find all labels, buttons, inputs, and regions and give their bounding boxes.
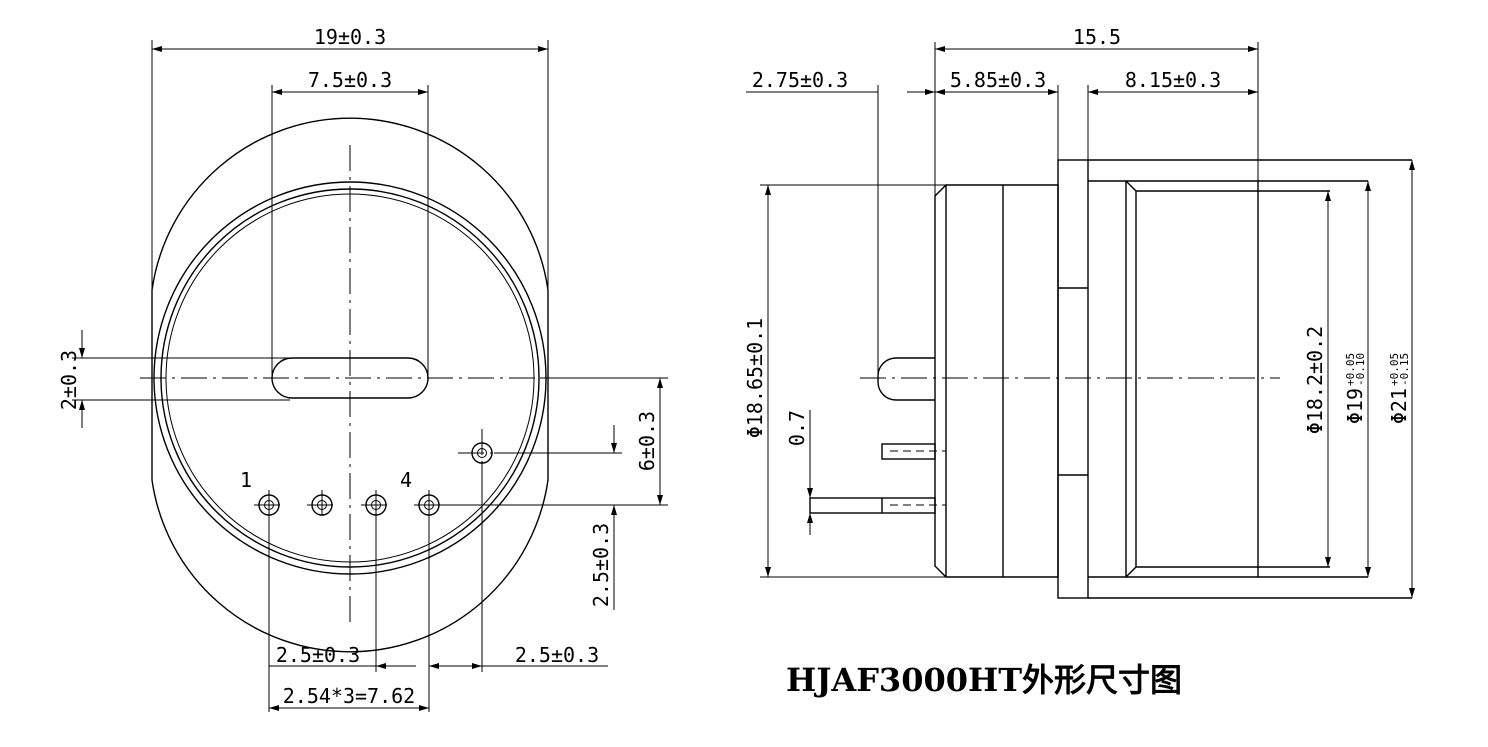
connector-tab [877, 357, 935, 401]
sensor-body [934, 159, 1412, 599]
dim-overall-width: 19±0.3 [151, 25, 549, 290]
dim-body-rear-label: 8.15±0.3 [1125, 68, 1221, 92]
dim-diameter-19-tol-lower: -0.10 [1354, 353, 1367, 386]
dim-total-length: 15.5 [934, 25, 1259, 196]
side-pin-upper [881, 443, 946, 460]
side-view: 15.5 2.75±0.3 5.85±0.3 8.15±0.3 Φ18.65±0… [743, 25, 1415, 599]
dim-diameter-front-label: Φ18.65±0.1 [743, 318, 767, 438]
dim-pin-diameter-label: 0.7 [785, 410, 809, 446]
side-pin-lower [809, 497, 946, 514]
dim-pin-diameter: 0.7 [785, 410, 813, 535]
dim-total-length-label: 15.5 [1073, 25, 1121, 49]
dim-diameter-21-tol-lower: -0.15 [1398, 353, 1411, 386]
dim-overall-width-label: 19±0.3 [314, 25, 386, 49]
dim-diameter-21: Φ21 +0.05 -0.15 [1387, 160, 1415, 598]
drawing-caption: HJAF3000HT外形尺寸图 [786, 661, 1182, 699]
dim-diameter-19: Φ19 +0.05 -0.10 [1343, 181, 1371, 577]
dim-diameter-inner: Φ18.2±0.2 [1303, 191, 1331, 567]
dim-body-front-label: 5.85±0.3 [950, 68, 1046, 92]
pin-label-4: 4 [400, 468, 412, 492]
dim-diameter-inner-label: Φ18.2±0.2 [1303, 326, 1327, 434]
pin-label-1: 1 [240, 468, 252, 492]
dim-diameter-21-tol-upper: +0.05 [1388, 353, 1401, 386]
dim-pin-row-offset-label: 6±0.3 [635, 411, 659, 471]
dim-pin-span: 2.54*3=7.62 [269, 684, 429, 711]
dim-pin-length: 2.75±0.3 [746, 68, 935, 378]
dim-diameter-19-label: Φ19 [1343, 388, 1367, 424]
dim-slot-height: 2±0.3 [57, 330, 290, 428]
dim-slot-width: 7.5±0.3 [271, 68, 429, 378]
dim-pin-span-label: 2.54*3=7.62 [283, 684, 415, 708]
dim-pin5-offset: 2.5±0.3 [494, 425, 622, 610]
dim-diameter-front: Φ18.65±0.1 [743, 184, 946, 578]
dim-pin-pitch-label: 2.5±0.3 [276, 643, 360, 667]
dim-pin-row-offset: 6±0.3 [440, 377, 668, 506]
dim-body-front: 5.85±0.3 [935, 68, 1059, 160]
dim-pin5-pitch-label: 2.5±0.3 [515, 643, 599, 667]
dim-pin5-offset-label: 2.5±0.3 [589, 523, 613, 607]
connector-slot [271, 357, 429, 399]
dim-diameter-19-tol-upper: +0.05 [1344, 353, 1357, 386]
dim-slot-width-label: 7.5±0.3 [308, 68, 392, 92]
dim-pin-pitch: 2.5±0.3 [269, 643, 416, 669]
dim-slot-height-label: 2±0.3 [57, 350, 81, 410]
bottom-extension-lines [268, 463, 483, 712]
dim-body-rear: 8.15±0.3 [1087, 68, 1258, 160]
dim-pin-length-label: 2.75±0.3 [752, 68, 848, 92]
dim-diameter-21-label: Φ21 [1387, 388, 1411, 424]
dim-pin5-pitch: 2.5±0.3 [429, 643, 608, 669]
front-view: 1 4 19±0.3 7.5±0.3 2±0.3 [57, 25, 668, 712]
